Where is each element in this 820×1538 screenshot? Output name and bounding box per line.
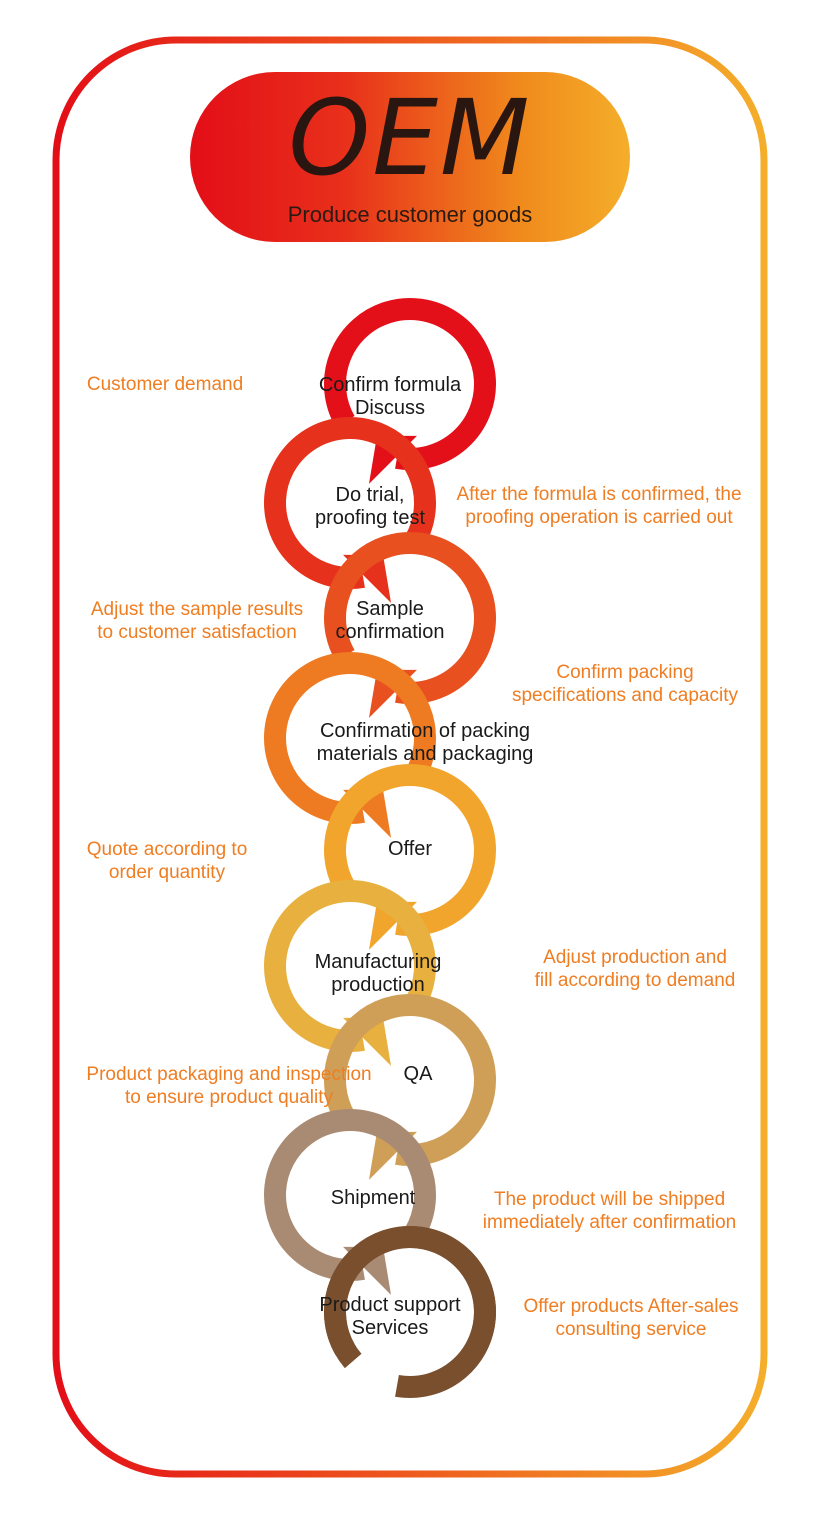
- ring-arc-4: [264, 652, 436, 824]
- ring-arc-6: [264, 880, 436, 1052]
- step-note-6: Adjust production and fill according to …: [534, 947, 736, 991]
- page-subtitle: Produce customer goods: [287, 202, 533, 227]
- step-label-7: QA: [403, 1063, 433, 1085]
- step-note-5: Quote according to order quantity: [86, 839, 248, 883]
- page-title: OEM: [288, 77, 532, 199]
- step-note-1: Customer demand: [86, 374, 244, 395]
- step-note-7: Product packaging and inspection to ensu…: [86, 1064, 372, 1108]
- ring-arc-5: [324, 764, 496, 936]
- ring-arc-1: [324, 298, 496, 470]
- step-label-3: Sample confirmation: [335, 598, 445, 643]
- step-label-1: Confirm formula Discuss: [318, 374, 462, 419]
- step-label-4: Confirmation of packing materials and pa…: [316, 720, 534, 765]
- ring-final: [324, 1226, 496, 1398]
- ring-arc-2: [264, 417, 436, 589]
- step-note-2: After the formula is confirmed, the proo…: [456, 484, 742, 528]
- step-note-9: Offer products After-sales consulting se…: [523, 1296, 739, 1340]
- step-label-8: Shipment: [330, 1187, 416, 1209]
- step-note-3: Adjust the sample results to customer sa…: [90, 599, 304, 643]
- ring-arc-8: [264, 1109, 436, 1281]
- ring-arc-7: [324, 994, 496, 1166]
- header-banner: OEM Produce customer goods: [190, 72, 630, 242]
- step-note-8: The product will be shipped immediately …: [482, 1189, 737, 1233]
- ring-arc-3: [324, 532, 496, 704]
- step-label-9: Product support Services: [319, 1294, 461, 1339]
- step-label-6: Manufacturing production: [314, 951, 442, 996]
- step-label-5: Offer: [387, 838, 433, 860]
- step-note-4: Confirm packing specifications and capac…: [511, 662, 738, 706]
- step-label-2: Do trial, proofing test: [314, 484, 426, 529]
